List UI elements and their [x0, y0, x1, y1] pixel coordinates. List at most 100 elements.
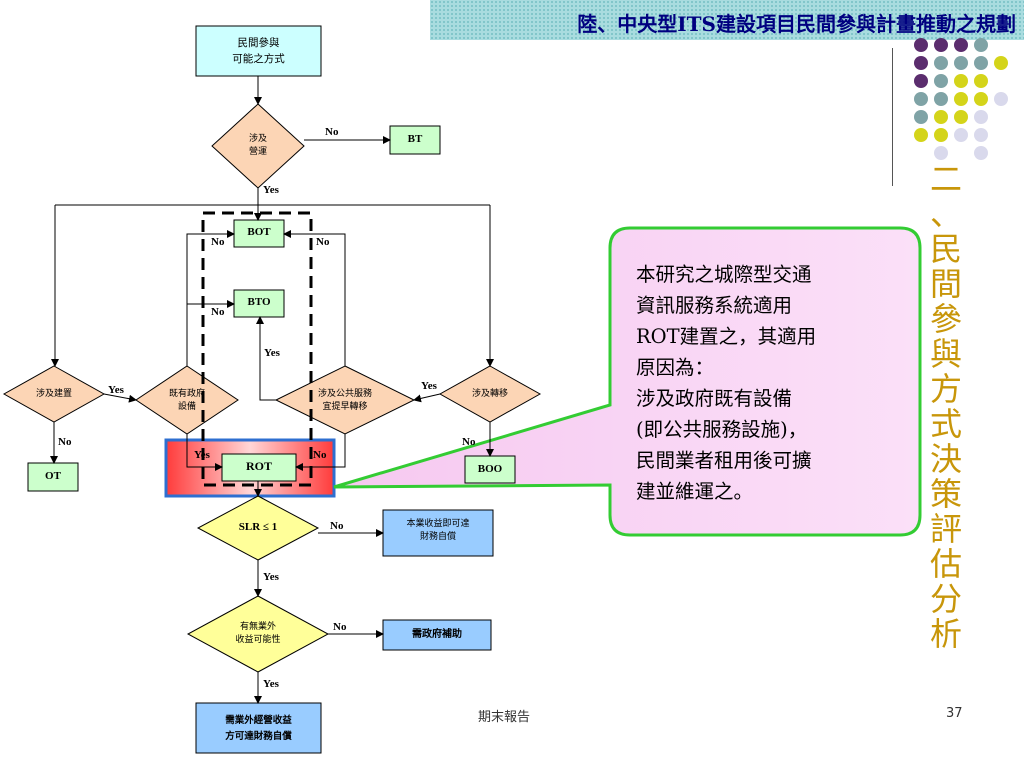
dot [934, 146, 948, 160]
side-title-char: 參 [929, 300, 962, 338]
label-no: No [325, 126, 339, 138]
gov-subsidy-box [382, 619, 492, 651]
decision-extra-line: 收益可能性 [235, 635, 281, 645]
page-number: 37 [946, 706, 963, 721]
callout-line: 資訊服務系統適用 [636, 294, 793, 317]
dot [934, 56, 948, 70]
callout-text: 本研究之城際型交通 資訊服務系統適用 ROT建置之，其適用 原因為： 涉及政府既… [636, 259, 898, 507]
label-yes: Yes [263, 678, 279, 690]
dot [954, 110, 968, 124]
dot [954, 56, 968, 70]
callout-line: 民間業者租用後可擴 [636, 449, 812, 472]
label-yes: Yes [263, 184, 279, 196]
label-no: No [211, 236, 225, 248]
dot [974, 92, 988, 106]
label-yes: Yes [108, 384, 124, 396]
dot [934, 92, 948, 106]
decision-operation-line: 營運 [248, 147, 267, 157]
side-title-char: 評 [929, 510, 962, 548]
decision-extra-line: 有無業外 [239, 622, 276, 632]
dot [914, 92, 928, 106]
final-label-line: 方可達財務自償 [225, 731, 292, 742]
callout-line: 原因為： [636, 356, 715, 379]
start-label: 民間參與 可能之方式 [196, 35, 321, 67]
decision-extra-label: 有無業外 收益可能性 [218, 621, 298, 647]
final-label: 需業外經營收益 方可達財務自償 [196, 713, 321, 745]
dot [914, 56, 928, 70]
label-no: No [330, 520, 344, 532]
bot-label: BOT [247, 226, 271, 238]
decision-operation-line: 涉及 [248, 134, 267, 144]
callout-line: 建並維運之。 [636, 480, 754, 503]
dot [994, 92, 1008, 106]
start-label-line: 民間參與 [237, 37, 280, 49]
self-finance-label: 本業收益即可達 財務自償 [383, 518, 493, 544]
dot [974, 56, 988, 70]
side-title-char: 估 [929, 545, 962, 583]
callout-line: ROT建置之，其適用 [636, 325, 817, 348]
dot [974, 128, 988, 142]
label-yes: Yes [194, 449, 210, 461]
ot-box [27, 462, 79, 492]
self-finance-line: 本業收益即可達 [406, 519, 470, 529]
label-no: No [58, 436, 72, 448]
dot [934, 38, 948, 52]
label-no: No [333, 621, 347, 633]
self-finance-box [382, 509, 494, 557]
label-no: No [462, 436, 476, 448]
dot [914, 128, 928, 142]
label-yes: Yes [264, 347, 280, 359]
side-title-char: 與 [929, 335, 962, 373]
callout-line: 本研究之城際型交通 [636, 263, 812, 286]
header-bar: 陸、中央型ITS建設項目民間參與計畫推動之規劃 [430, 0, 1024, 40]
final-box [195, 702, 322, 754]
callout-line: (即公共服務設施)， [636, 418, 808, 441]
decision-existing-line: 設備 [177, 402, 196, 412]
rot-box [221, 453, 297, 482]
final-label-line: 需業外經營收益 [225, 715, 292, 726]
label-yes: Yes [421, 380, 437, 392]
decision-operation-label: 涉及 營運 [228, 133, 288, 159]
side-title-char: 分 [929, 580, 962, 618]
dot [914, 38, 928, 52]
dot [914, 74, 928, 88]
dot [974, 38, 988, 52]
label-yes: Yes [263, 571, 279, 583]
rot-label: ROT [245, 459, 272, 473]
side-title-char: 決 [929, 440, 962, 478]
decision-existing-label: 既有政府 設備 [147, 388, 227, 414]
label-no: No [316, 236, 330, 248]
slide-title: 陸、中央型ITS建設項目民間參與計畫推動之規劃 [577, 12, 1016, 36]
decision-existing-line: 既有政府 [168, 389, 205, 399]
label-no: No [313, 449, 327, 461]
side-title-char: 方 [929, 370, 962, 408]
start-label-line: 可能之方式 [232, 53, 285, 65]
decision-public-line: 宜提早轉移 [322, 402, 368, 412]
boo-box [464, 455, 516, 484]
decision-public-label: 涉及公共服務 宜提早轉移 [295, 388, 395, 414]
boo-label: BOO [477, 463, 503, 475]
side-title-char: 間 [929, 265, 962, 303]
label-no: No [211, 306, 225, 318]
decision-slr-label: SLR ≤ 1 [238, 521, 278, 533]
dot [934, 128, 948, 142]
side-title-char: 策 [929, 475, 962, 513]
decision-public-line: 涉及公共服務 [317, 389, 372, 399]
bt-label: BT [407, 133, 423, 145]
side-title-char: 民 [929, 230, 962, 268]
dot [994, 56, 1008, 70]
start-box [195, 25, 322, 77]
dot [974, 146, 988, 160]
side-title-char: 式 [929, 405, 962, 443]
footer-label: 期末報告 [478, 710, 531, 725]
side-title-char: 析 [929, 615, 962, 653]
dot [934, 110, 948, 124]
dot [954, 38, 968, 52]
callout-line: 涉及政府既有設備 [636, 387, 793, 410]
dot [954, 74, 968, 88]
side-title: 二 、 民 間 參 與 方 式 決 策 評 估 分 析 [924, 162, 968, 652]
bto-label: BTO [247, 296, 271, 308]
self-finance-line: 財務自償 [419, 532, 456, 542]
decision-build-label: 涉及建置 [35, 389, 72, 399]
